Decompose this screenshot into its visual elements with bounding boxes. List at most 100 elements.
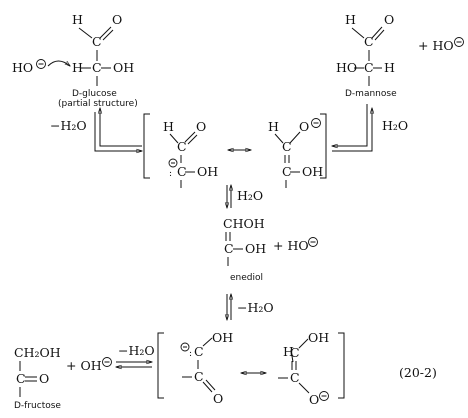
enolate-c-c1-oh-bond: [202, 337, 213, 347]
enediol-hydroxide-label: + HO: [273, 238, 309, 253]
glucose-c-o-double-bond-2: [102, 29, 114, 41]
fructose-hydroxide-label: + OH: [66, 358, 102, 373]
hydroxide-label: HO: [12, 60, 33, 75]
left-bracket: [143, 113, 150, 179]
enolate-c-lone-pair: :: [189, 349, 192, 359]
mannose-h-aldehyde: H: [345, 12, 356, 27]
enolate-resonance-1: H C O : C OH H C O C OH: [143, 113, 327, 188]
enolate-d-c2: C: [290, 370, 300, 385]
glucose-c2: C: [92, 60, 102, 75]
enolate-a-c1: C: [177, 139, 187, 154]
enolate-c-c1: C: [194, 344, 204, 359]
glucose-o-carbonyl: O: [112, 12, 122, 27]
hydroxide-attack: HO: [12, 59, 70, 75]
enediol-c2: C: [224, 241, 234, 256]
negative-charge-icon: [308, 237, 318, 247]
glucose-oh: OH: [113, 60, 134, 75]
glucose-h-c-bond: [78, 27, 93, 39]
mannose-c-o-double-bond-2: [374, 29, 385, 41]
mannose-enolate-equilibrium-arrows: H₂O: [332, 104, 408, 152]
negative-charge-icon: [102, 357, 112, 367]
negative-charge-icon: [319, 391, 329, 401]
enolate-a-lone-pair: :: [169, 169, 172, 179]
mannose-reverse-arrow: [332, 108, 372, 152]
negative-charge-icon: [180, 342, 190, 352]
mannose-ho: HO: [336, 60, 357, 75]
mannose-c2: C: [364, 60, 374, 75]
enolate-d-h-c-bond: [290, 349, 294, 363]
enolate-a-h-c-bond: [169, 133, 179, 144]
enolate-b-oh: OH: [302, 164, 323, 179]
enolate-b-h-c-bond: [274, 133, 284, 144]
equation-number: (20-2): [399, 365, 437, 380]
glucose-c1: C: [92, 34, 102, 49]
negative-charge-icon: [311, 118, 321, 128]
enolate-a-o: O: [196, 119, 206, 134]
fructose-ch2oh: CH₂OH: [14, 345, 61, 360]
glucose-reverse-arrow: [100, 108, 142, 147]
enolate-d-c1-oh-bond: [298, 338, 309, 349]
enediol-structure: CHOH C OH enediol: [223, 216, 266, 283]
enolate-c-o: O: [213, 391, 223, 406]
glucose-label: D-glucose: [72, 89, 117, 99]
enolate-d-oh: OH: [308, 330, 329, 345]
enolate-a-co-bond-2: [187, 134, 198, 145]
fructose-hydroxide: + OH: [66, 357, 112, 373]
water-loss-label-bottom: −H₂O: [118, 343, 155, 358]
fructose-o: O: [39, 371, 49, 386]
enolate-c-co-double-bond-2: [205, 379, 216, 391]
negative-charge-icon: [168, 158, 178, 168]
enolate-b-c1: C: [282, 139, 292, 154]
enolate-b-c2: C: [282, 164, 292, 179]
left-bracket: [157, 332, 164, 399]
glucose-enolate-equilibrium-arrows: −H₂O: [50, 108, 142, 151]
curved-electron-arrow: [47, 60, 70, 66]
mannose-h-c-bond: [351, 27, 365, 39]
fructose-c2: C: [16, 371, 26, 386]
enolate-d-c1: C: [290, 345, 300, 360]
enolate-b-h: H: [268, 119, 279, 134]
glucose-forward-arrow: [94, 112, 142, 151]
enolate-c-c2: C: [194, 369, 204, 384]
glucose-structure: H C O H C OH D-glucose (partial structur…: [58, 12, 138, 109]
enolate-c-oh: OH: [212, 330, 233, 345]
enolate-a-c2: C: [177, 164, 187, 179]
mannose-forward-arrow: [332, 104, 368, 146]
water-label-center: H₂O: [237, 188, 263, 203]
enolate-a-h: H: [163, 119, 174, 134]
water-loss-label-left: −H₂O: [50, 118, 87, 133]
right-bracket: [320, 113, 327, 179]
enolate-b-co-bond: [289, 131, 301, 144]
mannose-o-carbonyl: O: [384, 12, 394, 27]
mannose-hydroxide: + HO: [418, 37, 464, 53]
water-loss-label-center: −H₂O: [237, 300, 274, 315]
fructose-structure: CH₂OH C O D-fructose: [14, 345, 61, 411]
enediol-label: enediol: [230, 273, 263, 283]
negative-charge-icon: [36, 59, 46, 69]
enediol-oh: OH: [245, 241, 266, 256]
enolate-d-o: O: [309, 392, 319, 407]
mannose-label: D-mannose: [345, 89, 397, 99]
mannose-c-o-double-bond: [371, 26, 383, 39]
enediol-hydroxide: + HO: [273, 237, 318, 253]
enediol-enolate-equilibrium: −H₂O: [227, 294, 274, 320]
enolate-a-oh: OH: [197, 164, 218, 179]
enolate-a-co-bond: [184, 131, 196, 143]
water-label-right: H₂O: [382, 118, 408, 133]
enolate-resonance-2: : C OH C O H C OH C O: [157, 330, 345, 407]
fructose-label: D-fructose: [14, 401, 61, 411]
negative-charge-icon: [454, 37, 464, 47]
fructose-enolate-equilibrium: −H₂O: [116, 343, 155, 367]
enediol-choh: CHOH: [223, 216, 265, 231]
mannose-hydroxide-label: + HO: [418, 38, 454, 53]
mannose-c1: C: [364, 34, 374, 49]
enolate-d-h: H: [283, 344, 294, 359]
enolate-c-co-double-bond: [202, 381, 213, 393]
glucose-note: (partial structure): [58, 99, 138, 109]
glucose-h-alpha: H: [72, 60, 83, 75]
mannose-structure: H C O HO C H D-mannose: [336, 12, 397, 99]
enolate-enediol-equilibrium: H₂O: [227, 185, 263, 208]
mannose-h-alpha: H: [384, 60, 395, 75]
glucose-c-o-double-bond: [99, 26, 112, 39]
